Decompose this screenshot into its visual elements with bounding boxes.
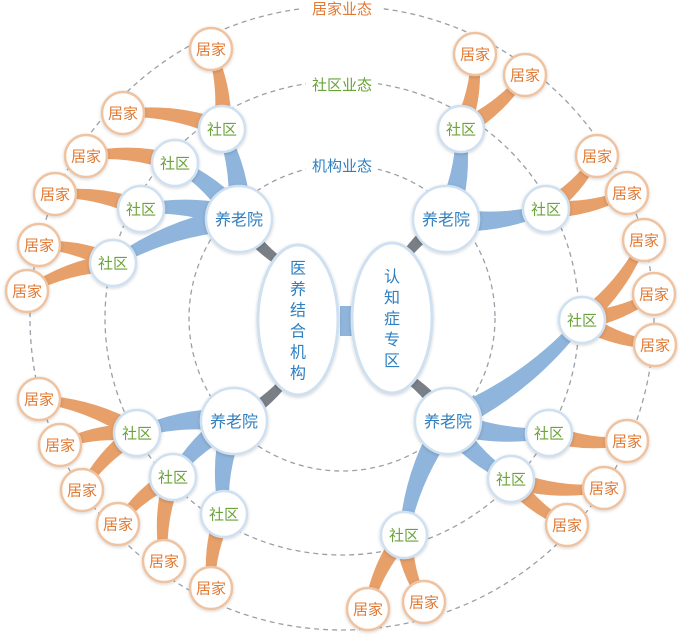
community-node-3-1: 社区 [112, 408, 162, 458]
nursing-home-node-3-label: 养老院 [210, 412, 258, 431]
home-node-4-3-2-label: 居家 [552, 516, 582, 534]
home-node-4-1-1-label: 居家 [629, 231, 659, 249]
community-node-3-3-label: 社区 [209, 505, 239, 523]
home-node-4-1-3: 居家 [632, 322, 678, 368]
nursing-to-community-4-1 [440, 316, 586, 431]
community-to-home-4-3-1 [510, 470, 605, 496]
home-node-1-4-1: 居家 [16, 222, 62, 268]
community-node-4-2-label: 社区 [534, 424, 564, 442]
home-node-2-1-2-label: 居家 [510, 66, 540, 84]
community-node-4-2: 社区 [524, 408, 574, 458]
community-node-4-3-label: 社区 [496, 470, 526, 488]
home-node-1-2-1-label: 居家 [71, 147, 101, 165]
home-node-4-1-2-label: 居家 [639, 285, 669, 303]
home-node-1-4-1-label: 居家 [24, 236, 54, 254]
home-node-4-4-2-label: 居家 [409, 593, 439, 611]
home-node-2-2-1: 居家 [574, 133, 620, 179]
home-node-2-2-2: 居家 [604, 170, 650, 216]
community-to-home-1-1-2 [122, 107, 224, 138]
home-node-4-4-1-label: 居家 [353, 600, 383, 618]
community-node-1-4: 社区 [88, 238, 138, 288]
home-node-3-1-2: 居家 [37, 422, 83, 468]
home-node-2-2-2-label: 居家 [612, 184, 642, 202]
nursing-home-node-4: 养老院 [413, 386, 483, 456]
home-node-3-3-1-label: 居家 [196, 579, 226, 597]
nursing-home-node-1-label: 养老院 [215, 210, 263, 229]
home-node-3-1-1-label: 居家 [24, 390, 54, 408]
home-node-4-2-1: 居家 [604, 418, 650, 464]
community-node-1-2-label: 社区 [160, 154, 190, 172]
community-node-1-3-label: 社区 [126, 200, 156, 218]
community-node-4-1-label: 社区 [567, 311, 597, 329]
home-node-3-1-3: 居家 [59, 467, 105, 513]
nursing-home-node-3: 养老院 [199, 386, 269, 456]
home-node-1-1-2: 居家 [100, 90, 146, 136]
home-node-1-1-2-label: 居家 [108, 104, 138, 122]
community-node-4-1: 社区 [557, 295, 607, 345]
home-node-1-3-1-label: 居家 [40, 185, 70, 203]
right-core-label: 认知症专区 [384, 267, 400, 370]
home-node-4-4-2: 居家 [401, 579, 447, 625]
home-node-4-4-1: 居家 [345, 586, 391, 632]
home-node-4-2-1-label: 居家 [612, 432, 642, 450]
home-node-3-1-2-label: 居家 [45, 436, 75, 454]
home-node-4-3-2: 居家 [544, 502, 590, 548]
home-node-2-1-1-label: 居家 [460, 45, 490, 63]
nursing-home-node-1: 养老院 [204, 184, 274, 254]
home-node-2-1-2: 居家 [502, 52, 548, 98]
home-node-1-2-1: 居家 [63, 133, 109, 179]
nursing-home-node-4-label: 养老院 [424, 412, 472, 431]
community-node-3-1-label: 社区 [122, 424, 152, 442]
left-core-label: 医养结合机构 [290, 259, 306, 383]
left-core: 医养结合机构 [256, 243, 340, 397]
nursing-to-community-4-4 [399, 416, 460, 537]
home-node-4-1-2: 居家 [631, 271, 677, 317]
right-core: 认知症专区 [350, 241, 434, 395]
community-node-3-3: 社区 [199, 489, 249, 539]
home-node-3-2-2-label: 居家 [149, 552, 179, 570]
community-to-home-3-1-1 [37, 395, 140, 442]
home-node-3-1-3-label: 居家 [67, 481, 97, 499]
community-node-2-1-label: 社区 [446, 120, 476, 138]
home-node-3-2-2: 居家 [141, 538, 187, 584]
home-node-2-2-1-label: 居家 [582, 147, 612, 165]
inner-ring-label: 机构业态 [312, 157, 372, 175]
home-node-1-3-1: 居家 [32, 171, 78, 217]
diagram-nodes: 居家居家社区居家社区居家社区居家居家社区养老院居家居家社区居家居家社区养老院居家… [4, 26, 678, 632]
home-node-1-1-1-label: 居家 [196, 40, 226, 58]
home-node-4-1-3-label: 居家 [640, 336, 670, 354]
home-node-4-3-1: 居家 [581, 465, 627, 511]
home-node-3-2-1: 居家 [95, 501, 141, 547]
community-node-2-2-label: 社区 [531, 200, 561, 218]
community-node-2-1: 社区 [436, 104, 486, 154]
community-node-4-4-label: 社区 [389, 526, 419, 544]
middle-ring-label: 社区业态 [312, 76, 372, 94]
home-node-1-1-1: 居家 [188, 26, 234, 72]
home-node-4-1-1: 居家 [621, 217, 667, 263]
community-node-1-3: 社区 [116, 184, 166, 234]
community-node-3-2-label: 社区 [158, 468, 188, 486]
home-node-3-2-1-label: 居家 [103, 515, 133, 533]
community-node-2-2: 社区 [521, 184, 571, 234]
home-node-3-3-1: 居家 [188, 565, 234, 611]
community-node-4-4: 社区 [379, 510, 429, 560]
nursing-home-node-2-label: 养老院 [422, 210, 470, 229]
home-node-1-4-2-label: 居家 [12, 282, 42, 300]
community-node-4-3: 社区 [486, 454, 536, 504]
community-node-3-2: 社区 [148, 452, 198, 502]
home-node-2-1-1: 居家 [452, 31, 498, 77]
community-node-1-1-label: 社区 [207, 120, 237, 138]
community-node-1-2: 社区 [150, 138, 200, 188]
home-node-4-3-1-label: 居家 [589, 479, 619, 497]
community-node-1-4-label: 社区 [98, 254, 128, 272]
community-node-1-1: 社区 [197, 104, 247, 154]
home-node-1-4-2: 居家 [4, 268, 50, 314]
nursing-home-node-2: 养老院 [411, 184, 481, 254]
home-node-3-1-1: 居家 [16, 376, 62, 422]
outer-ring-label: 居家业态 [312, 0, 372, 18]
